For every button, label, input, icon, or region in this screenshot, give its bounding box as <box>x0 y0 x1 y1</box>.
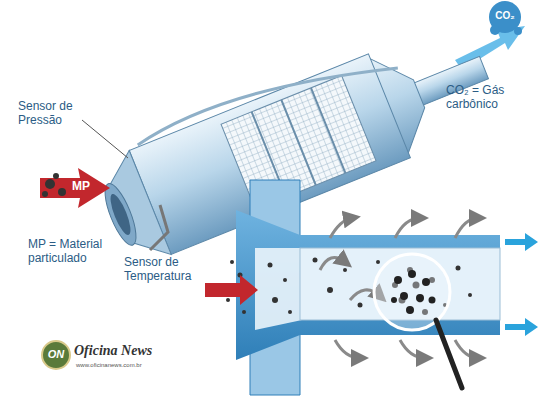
filter-channel-inset <box>205 180 538 395</box>
legend-note: MP = Material particulado <box>28 238 128 266</box>
co2-bubble <box>489 1 522 35</box>
inlet-arrow <box>40 168 110 208</box>
logo-badge <box>42 341 70 369</box>
outflow-arrow <box>505 233 538 251</box>
sensor-label: Sensor de Pressão <box>18 100 94 128</box>
pressure-tube <box>135 37 398 169</box>
particle-tag: MP <box>66 180 96 194</box>
leader-line <box>82 120 128 158</box>
logo-mark: ON <box>42 348 70 361</box>
channel-walls <box>236 210 500 360</box>
watermark: Oficina News <box>74 343 184 359</box>
sensor-label: Sensor de Temperatura <box>124 256 216 284</box>
particles <box>42 173 66 197</box>
magnifier-handle <box>436 320 462 388</box>
temperature-sensor <box>150 205 168 250</box>
magnified-particles <box>391 270 436 314</box>
legend-note: CO₂ = Gás carbônico <box>446 84 530 112</box>
inset-inlet-arrow <box>205 275 258 305</box>
outflow-arrow <box>505 318 538 336</box>
gas-flow-arrows <box>320 218 478 358</box>
magnifier-lens <box>374 254 450 330</box>
gas-tag: CO₂ <box>490 10 520 22</box>
watermark-url: www.oficinanews.com.br <box>76 362 186 369</box>
inlet-opening <box>107 192 135 237</box>
